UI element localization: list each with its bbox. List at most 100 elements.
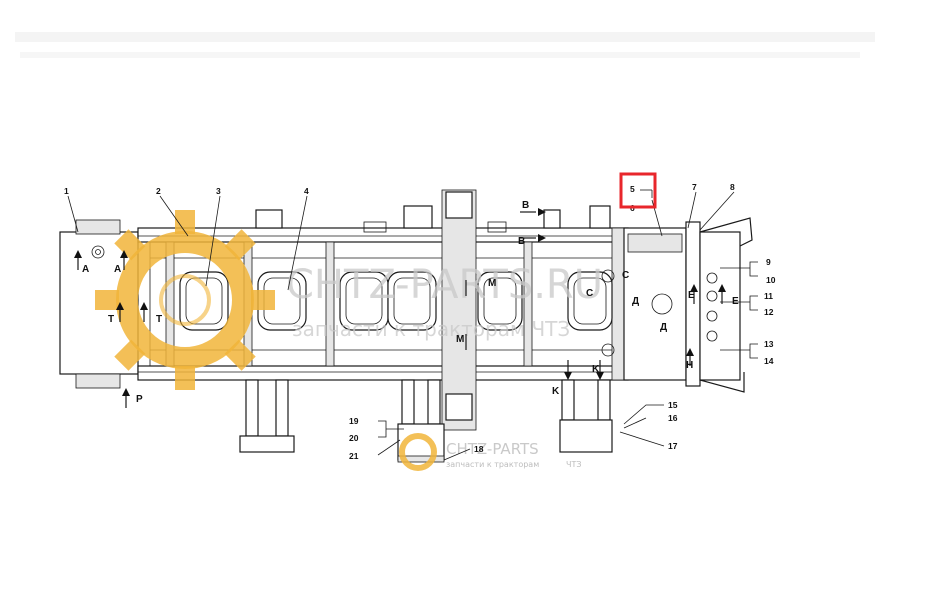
section-letter-c: C: [622, 270, 629, 281]
section-letter-e: E: [688, 290, 695, 301]
hanger-foot: [559, 419, 613, 453]
callout-20: 20: [349, 433, 359, 443]
frame-window: [179, 271, 229, 331]
top-plate: [445, 191, 473, 219]
callout-15: 15: [668, 400, 678, 410]
frame-window: [387, 271, 437, 331]
callout-17: 17: [668, 441, 678, 451]
rear-small-bolt: [706, 272, 718, 284]
watermark-tagline-small: запчасти к тракторам: [446, 460, 539, 469]
cross-member: [611, 227, 625, 381]
frame-window-inner: [573, 277, 607, 325]
rear-small-bolt: [706, 290, 718, 302]
section-letter-m: M: [456, 334, 464, 345]
callout-21: 21: [349, 451, 359, 461]
rear-hole: [651, 293, 673, 315]
top-bracket: [589, 205, 611, 229]
callout-10: 10: [766, 275, 776, 285]
callout-2: 2: [156, 186, 161, 196]
section-letter-t: T: [156, 314, 162, 325]
gear-logo-small-icon: [399, 433, 437, 471]
bolt-hole: [95, 249, 101, 255]
hanger-base-plate: [397, 455, 445, 463]
callout-8: 8: [730, 182, 735, 192]
rear-small-bolt: [706, 310, 718, 322]
scan-artifact-band: [15, 32, 875, 42]
watermark-tagline: запчасти к тракторам ЧТЗ: [292, 317, 570, 341]
top-bracket: [403, 205, 433, 229]
view-arrows: [74, 208, 726, 408]
section-letter-a: A: [114, 264, 121, 275]
lower-side-rail: [137, 365, 629, 381]
callout-13: 13: [764, 339, 774, 349]
watermark-brand-small: CHTZ-PARTS: [446, 440, 539, 458]
callout-5: 5: [630, 184, 635, 194]
hanger-foot: [239, 435, 295, 453]
section-letter-d: Д: [632, 296, 639, 307]
section-letter-h: H: [686, 360, 693, 371]
callout-4: 4: [304, 186, 309, 196]
rear-bolt: [601, 269, 615, 283]
hanger: [401, 379, 415, 425]
watermark: CHTZ-PARTS.RU запчасти к тракторам ЧТЗ C…: [95, 210, 603, 471]
watermark-tagline-small-suffix: ЧТЗ: [566, 460, 582, 469]
rear-bracket-bottom: [699, 372, 745, 393]
hanger: [427, 379, 441, 425]
section-letter-t: T: [108, 314, 114, 325]
hanger: [597, 379, 611, 421]
callout-18: 18: [474, 444, 484, 454]
section-letter-b: B: [518, 236, 525, 247]
rear-block-top: [627, 233, 683, 253]
section-letter-p: P: [136, 394, 143, 405]
rear-bolt: [601, 343, 615, 357]
top-bracket: [543, 209, 561, 229]
callout-numbers: 1 2 3 4 5 6 7 8 9 10 11 12 13 14 15 16 1…: [64, 182, 776, 461]
center-cross-beam: [441, 189, 477, 431]
watermark-brand: CHTZ-PARTS.RU: [286, 262, 603, 308]
section-letter-k: K: [552, 386, 560, 397]
top-clip: [487, 221, 507, 233]
section-letter-k: K: [592, 364, 600, 375]
rear-small-bolt: [706, 330, 718, 342]
front-hook: [75, 219, 121, 235]
callout-7: 7: [692, 182, 697, 192]
frame-window-inner: [185, 277, 223, 325]
frame-window: [567, 271, 613, 331]
scan-artifact-band: [20, 52, 860, 58]
section-letter-c: C: [586, 288, 593, 299]
hanger: [561, 379, 575, 421]
gear-logo-icon: [95, 210, 275, 390]
callout-1: 1: [64, 186, 69, 196]
frame-window-inner: [483, 277, 517, 325]
section-letters: A A T T P B B C C M M K K Д Д E E H: [82, 200, 739, 405]
callout-11: 11: [764, 291, 773, 301]
main-frame: [59, 189, 753, 463]
hanger: [245, 379, 259, 437]
section-letter-a: A: [82, 264, 89, 275]
frame-window-inner: [393, 277, 431, 325]
rear-block: [623, 227, 687, 381]
top-clip: [363, 221, 387, 233]
hanger: [275, 379, 289, 437]
cross-member: [523, 241, 533, 367]
section-letter-b: B: [522, 200, 529, 211]
section-letter-d: Д: [660, 322, 667, 333]
section-letter-e: E: [732, 296, 739, 307]
front-hook-lower: [75, 373, 121, 389]
callout-14: 14: [764, 356, 774, 366]
callout-12: 12: [764, 307, 774, 317]
callout-9: 9: [766, 257, 771, 267]
callout-19: 19: [349, 416, 359, 426]
frame-window: [477, 271, 523, 331]
top-bracket: [255, 209, 283, 229]
selected-part-highlight[interactable]: [619, 172, 657, 209]
cross-member: [325, 241, 335, 367]
callout-3: 3: [216, 186, 221, 196]
bolt-hole: [91, 245, 105, 259]
rear-bracket-top: [699, 217, 753, 247]
frame-window-inner: [345, 277, 383, 325]
callout-16: 16: [668, 413, 678, 423]
rear-tow-block: [699, 231, 741, 381]
bottom-plate: [445, 393, 473, 421]
